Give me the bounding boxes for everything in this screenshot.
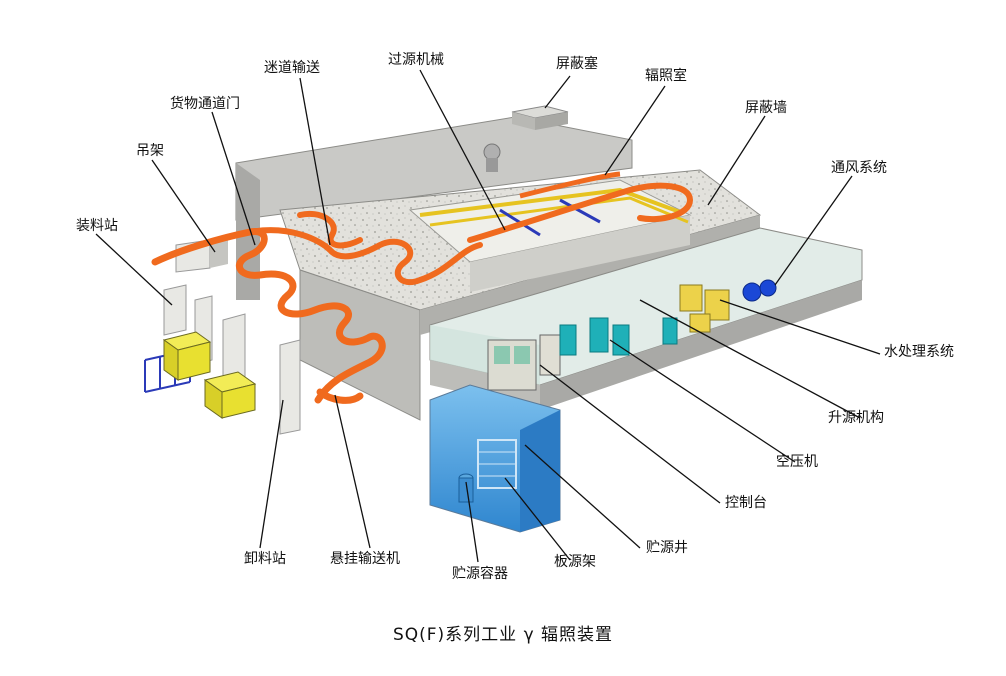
label-air-compressor: 空压机 [776, 454, 818, 470]
water-treatment-tanks [679, 284, 730, 333]
overhead-conveyor [151, 171, 694, 404]
ventilation-fans [742, 279, 777, 302]
loading-station [144, 331, 212, 393]
label-source-rack: 板源架 [554, 554, 596, 570]
label-loading-station: 装料站 [76, 218, 118, 234]
label-source-container: 贮源容器 [452, 566, 508, 582]
label-goods-door: 货物通道门 [170, 96, 240, 112]
label-console: 控制台 [725, 495, 767, 511]
shielding-plug [511, 105, 569, 130]
label-ventilation: 通风系统 [831, 160, 887, 176]
label-hanger: 吊架 [136, 143, 164, 159]
label-source-lift: 升源机构 [828, 410, 884, 426]
source-well [429, 384, 561, 533]
label-shielding-plug: 屏蔽塞 [556, 56, 598, 72]
label-irradiation-room: 辐照室 [645, 68, 687, 84]
label-maze-conveyor: 迷道输送 [264, 60, 320, 76]
label-source-well: 贮源井 [646, 540, 688, 556]
unloading-goods [203, 371, 257, 419]
source-mechanism-fan [483, 143, 501, 172]
leader-lines [95, 69, 881, 563]
air-compressor [559, 317, 678, 356]
label-source-mechanism: 过源机械 [388, 52, 444, 68]
figure-caption: SQ(F)系列工业 γ 辐照装置 [392, 625, 614, 645]
label-overhead-conveyor: 悬挂输送机 [330, 551, 400, 567]
label-water-treatment: 水处理系统 [884, 344, 954, 360]
console-panels [487, 334, 561, 391]
label-shield-wall: 屏蔽墙 [745, 100, 787, 116]
label-unloading-station: 卸料站 [244, 551, 286, 567]
